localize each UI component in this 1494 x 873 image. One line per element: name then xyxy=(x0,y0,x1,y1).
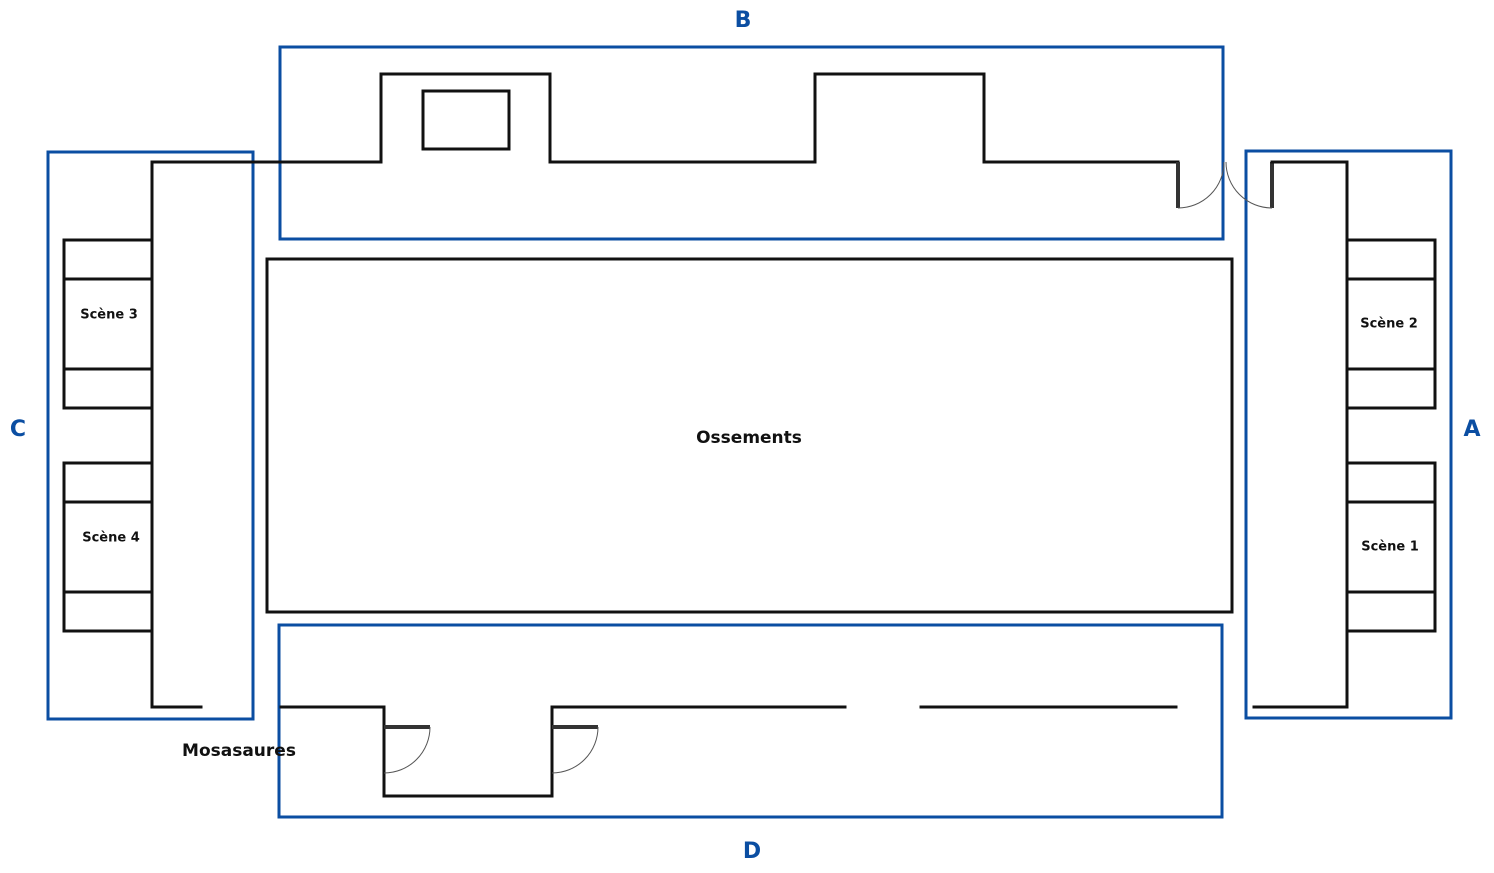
alcove-scene-2 xyxy=(1345,238,1437,410)
door-swing-d-left xyxy=(383,726,431,774)
showcase-box xyxy=(421,89,511,151)
zone-d-outline xyxy=(277,623,1224,819)
door-swing-d-right xyxy=(551,726,599,774)
scene-label-3: Scène 3 xyxy=(80,308,138,323)
scene-label-1: Scène 1 xyxy=(1361,540,1419,555)
door-swing-b-left xyxy=(1177,161,1225,209)
zone-a-outline xyxy=(1244,149,1453,720)
scene-label-4: Scène 4 xyxy=(82,531,140,546)
right-corridor-wall xyxy=(1252,160,1349,709)
ossements-hall xyxy=(265,257,1234,614)
room-label-mosasaures: Mosasaures xyxy=(182,741,296,761)
zone-label-b: B xyxy=(735,8,752,33)
zone-b-outline xyxy=(278,45,1225,241)
alcove-scene-4 xyxy=(62,461,154,633)
zone-label-d: D xyxy=(743,839,761,864)
alcove-scene-3 xyxy=(62,238,154,410)
bottom-corridor-wall xyxy=(279,705,847,798)
door-swing-b-right xyxy=(1225,161,1273,209)
alcove-scene-1 xyxy=(1345,461,1437,633)
zone-label-c: C xyxy=(10,417,26,442)
zone-label-a: A xyxy=(1463,417,1480,442)
room-label-ossements: Ossements xyxy=(696,428,802,448)
scene-label-2: Scène 2 xyxy=(1360,317,1418,332)
zone-c-outline xyxy=(46,150,255,721)
top-corridor-wall xyxy=(150,72,1180,709)
